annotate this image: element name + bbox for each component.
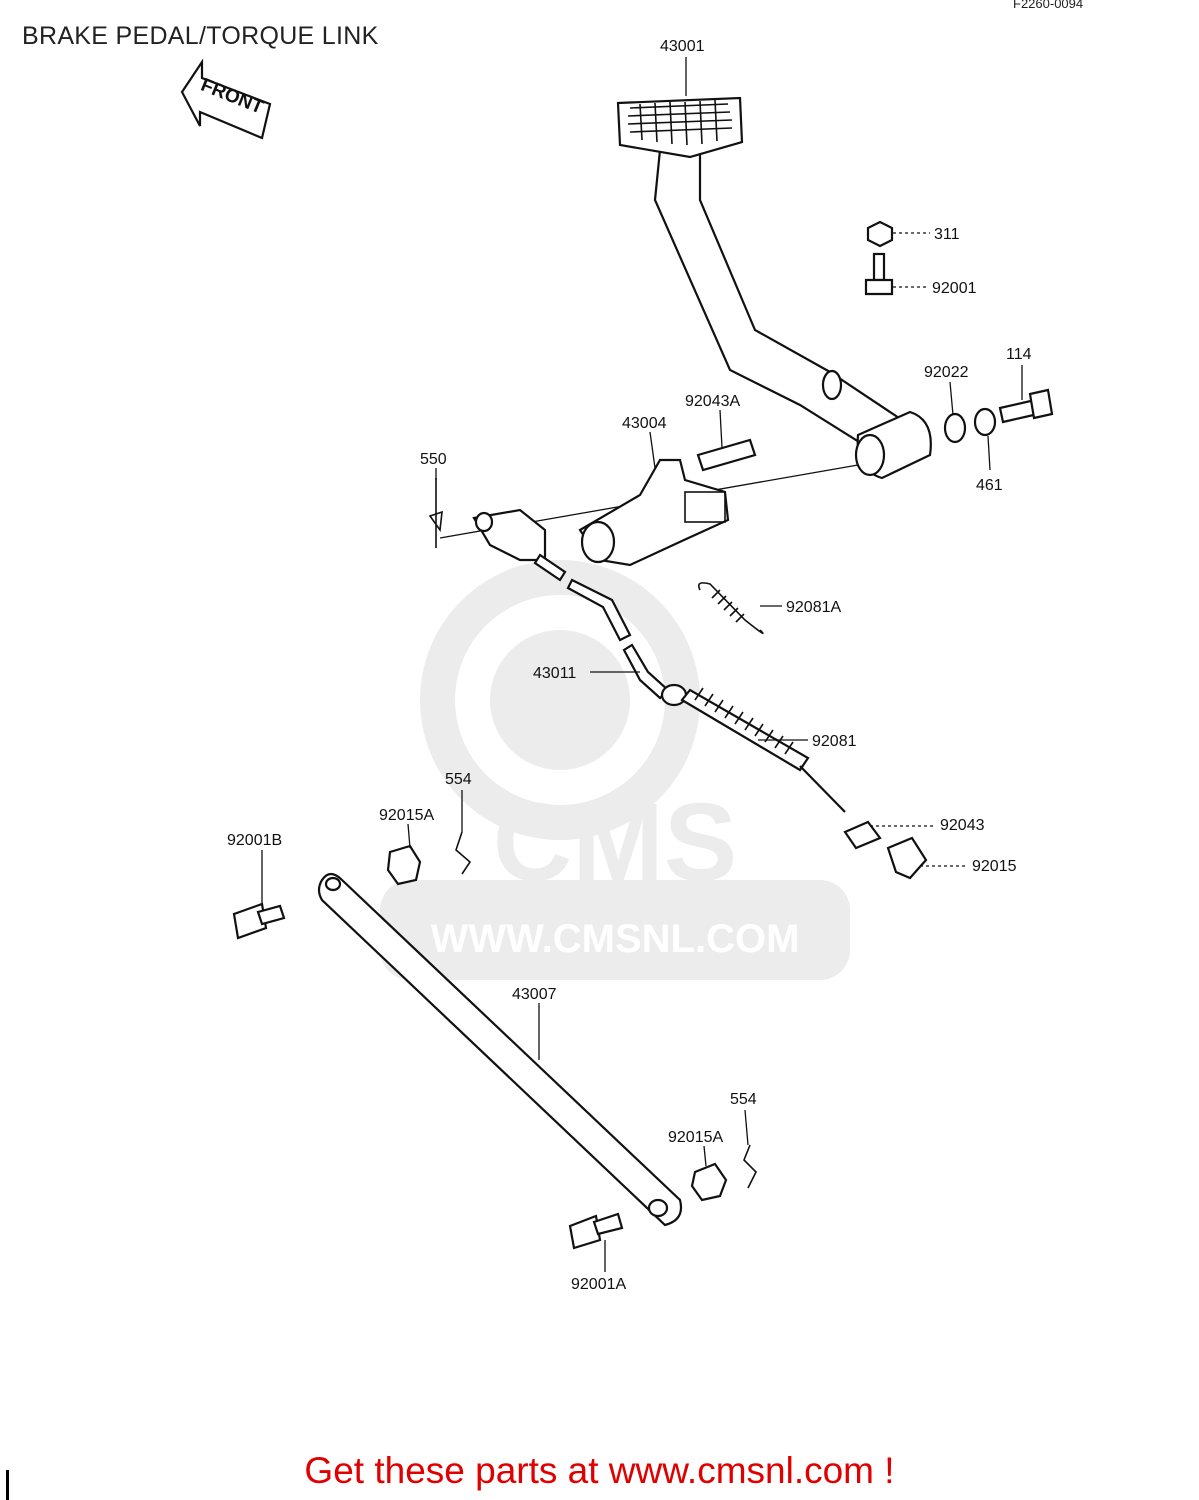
callout-43004: 43004	[622, 415, 667, 432]
callout-92015: 92015	[972, 858, 1017, 875]
nut-92015	[886, 836, 928, 880]
watermark-url-text: WWW.CMSNL.COM	[431, 917, 800, 961]
callout-550: 550	[420, 451, 447, 468]
callout-461: 461	[976, 477, 1003, 494]
washer-92022	[943, 412, 967, 444]
callout-92015A-bottom: 92015A	[668, 1129, 723, 1146]
footer-link-text[interactable]: Get these parts at www.cmsnl.com !	[304, 1450, 895, 1491]
spring-92081	[660, 683, 846, 813]
callout-43001: 43001	[660, 38, 705, 55]
callout-92081: 92081	[812, 733, 857, 750]
document-number: F2260-0094	[1013, 0, 1084, 11]
callout-labels: 43001 311 92001 114 92022 461 92043A 430…	[227, 38, 1032, 1293]
pin-92043A	[696, 438, 757, 472]
bolt-92001	[864, 252, 894, 296]
brake-pedal-part	[616, 96, 932, 480]
callout-92015A-top: 92015A	[379, 807, 434, 824]
clip-554-bottom	[743, 1144, 757, 1189]
callout-311: 311	[934, 226, 960, 243]
lockwasher-461	[973, 407, 997, 437]
clevis-joint	[472, 508, 547, 562]
callout-554-top: 554	[445, 771, 472, 788]
bolt-92001A	[568, 1212, 624, 1250]
callout-92001: 92001	[932, 280, 977, 297]
nut-92015A-top	[386, 844, 422, 886]
front-arrow-icon: FRONT	[180, 58, 272, 140]
callout-92022: 92022	[924, 364, 969, 381]
brake-rod-43011	[533, 553, 670, 700]
brake-lever-43004	[578, 458, 730, 567]
bolt-114	[998, 388, 1054, 424]
callout-43007: 43007	[512, 986, 557, 1003]
callout-114: 114	[1006, 346, 1032, 363]
nut-311	[866, 220, 894, 248]
callout-43011: 43011	[533, 665, 576, 682]
callout-92001B: 92001B	[227, 832, 282, 849]
torque-link-43007	[317, 872, 683, 1227]
watermark-logo-text: CMS	[493, 781, 737, 904]
diagram-title: BRAKE PEDAL/TORQUE LINK	[22, 22, 379, 50]
cotter-pin-550	[428, 478, 443, 548]
callout-554-bottom: 554	[730, 1091, 757, 1108]
leader-lines	[261, 57, 1023, 1272]
callout-92081A: 92081A	[786, 599, 841, 616]
nut-92015A-bottom	[690, 1162, 728, 1202]
callout-92043: 92043	[940, 817, 985, 834]
spring-92081A	[697, 582, 764, 635]
watermark-logo: CMS WWW.CMSNL.COM	[380, 560, 850, 980]
edge-divider	[6, 1470, 9, 1500]
sleeve-92043	[843, 820, 882, 850]
callout-92043A: 92043A	[685, 393, 740, 410]
clip-554-top	[455, 831, 472, 875]
callout-92001A: 92001A	[571, 1276, 626, 1293]
bolt-92001B	[232, 902, 286, 940]
